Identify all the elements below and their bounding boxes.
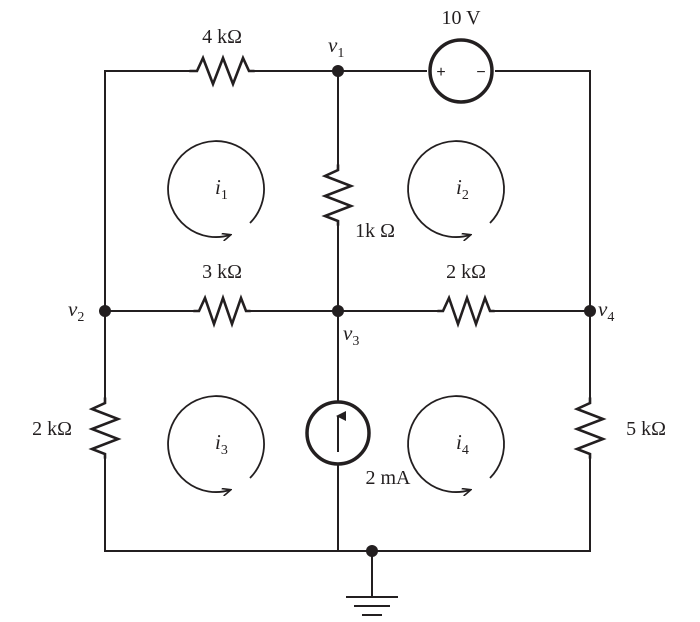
node-v4-dot	[584, 305, 596, 317]
node-v1-label: v1	[328, 33, 344, 61]
resistor-2k-middle	[436, 294, 496, 328]
resistor-3k-label: 3 kΩ	[202, 261, 242, 283]
voltage-source: + −	[428, 38, 494, 104]
resistor-1k-label: 1k Ω	[355, 220, 395, 242]
voltage-source-label: 10 V	[441, 7, 481, 29]
voltage-source-circle	[428, 38, 494, 104]
resistor-4k	[188, 54, 256, 88]
resistor-1k	[321, 163, 355, 227]
resistor-4k-label: 4 kΩ	[202, 26, 242, 48]
node-v4-label: v4	[598, 297, 614, 325]
mesh-loop-i3-arrow-icon	[167, 395, 265, 492]
ground-node-dot	[366, 545, 378, 557]
mesh-loop-i3: i3	[167, 395, 265, 492]
node-v2-dot	[99, 305, 111, 317]
wires	[104, 70, 591, 597]
current-source-label: 2 mA	[366, 467, 412, 489]
mesh-loop-i4-arrow-icon	[407, 395, 505, 492]
resistor-5k-label: 5 kΩ	[626, 418, 666, 440]
voltage-minus-sign: −	[476, 64, 485, 81]
mesh-loop-i1: i1	[167, 140, 265, 237]
node-v3-dot	[332, 305, 344, 317]
node-v2-label: v2	[68, 297, 84, 325]
resistor-2k-middle-label: 2 kΩ	[446, 261, 486, 283]
mesh-loop-i2: i2	[407, 140, 505, 237]
voltage-plus-sign: +	[436, 64, 445, 81]
mesh-loop-i2-arrow-icon	[407, 140, 505, 237]
mesh-loop-i1-label: i1	[215, 175, 228, 203]
mesh-loop-i2-label: i2	[456, 175, 469, 203]
resistor-2k-left	[88, 396, 122, 460]
ground-icon	[346, 596, 398, 616]
mesh-loop-i4: i4	[407, 395, 505, 492]
mesh-loop-i1-arrow-icon	[167, 140, 265, 237]
mesh-loop-i3-label: i3	[215, 430, 228, 458]
mesh-loop-i4-label: i4	[456, 430, 469, 458]
resistor-5k	[573, 396, 607, 460]
node-v3-label: v3	[343, 321, 359, 349]
current-source	[305, 400, 371, 466]
node-v1-dot	[332, 65, 344, 77]
resistor-3k	[192, 294, 252, 328]
resistor-2k-left-label: 2 kΩ	[32, 418, 72, 440]
